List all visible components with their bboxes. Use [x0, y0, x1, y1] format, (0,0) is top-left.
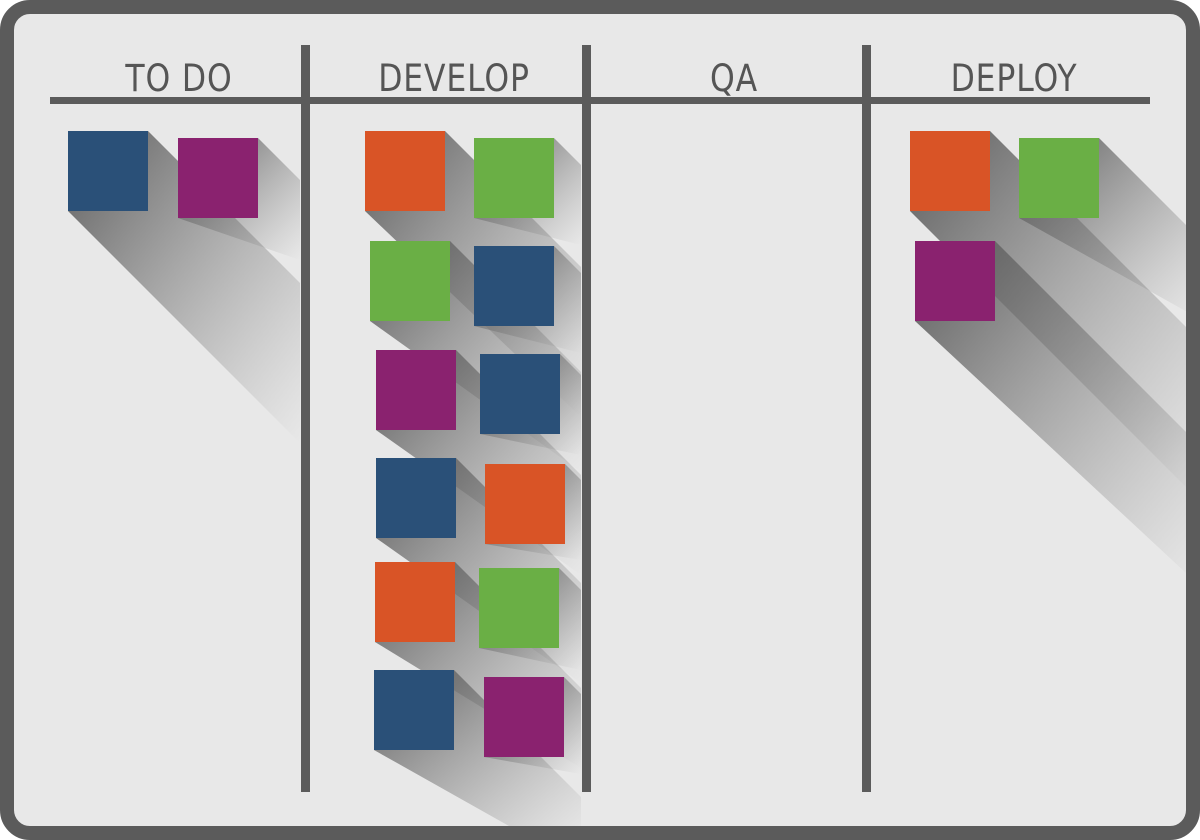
- column-divider-3: [862, 45, 871, 792]
- card-develop-green[interactable]: [474, 138, 554, 218]
- card-develop-orange[interactable]: [375, 562, 455, 642]
- card-develop-blue[interactable]: [474, 246, 554, 326]
- card-develop-blue[interactable]: [374, 670, 454, 750]
- card-develop-orange[interactable]: [365, 131, 445, 211]
- column-title-develop: DEVELOP: [378, 57, 530, 100]
- card-develop-purple[interactable]: [376, 350, 456, 430]
- card-develop-blue[interactable]: [480, 354, 560, 434]
- card-deploy-purple[interactable]: [915, 241, 995, 321]
- column-divider-2: [582, 45, 591, 792]
- card-develop-purple[interactable]: [484, 677, 564, 757]
- card-deploy-green[interactable]: [1019, 138, 1099, 218]
- column-title-qa: QA: [710, 57, 758, 100]
- card-todo-blue[interactable]: [68, 131, 148, 211]
- header-divider: [50, 97, 1150, 104]
- column-divider-1: [301, 45, 310, 792]
- card-deploy-orange[interactable]: [910, 131, 990, 211]
- column-title-todo: TO DO: [125, 57, 233, 100]
- card-develop-green[interactable]: [370, 241, 450, 321]
- card-develop-green[interactable]: [479, 568, 559, 648]
- card-todo-purple[interactable]: [178, 138, 258, 218]
- card-develop-orange[interactable]: [485, 464, 565, 544]
- card-develop-blue[interactable]: [376, 458, 456, 538]
- column-title-deploy: DEPLOY: [950, 57, 1078, 100]
